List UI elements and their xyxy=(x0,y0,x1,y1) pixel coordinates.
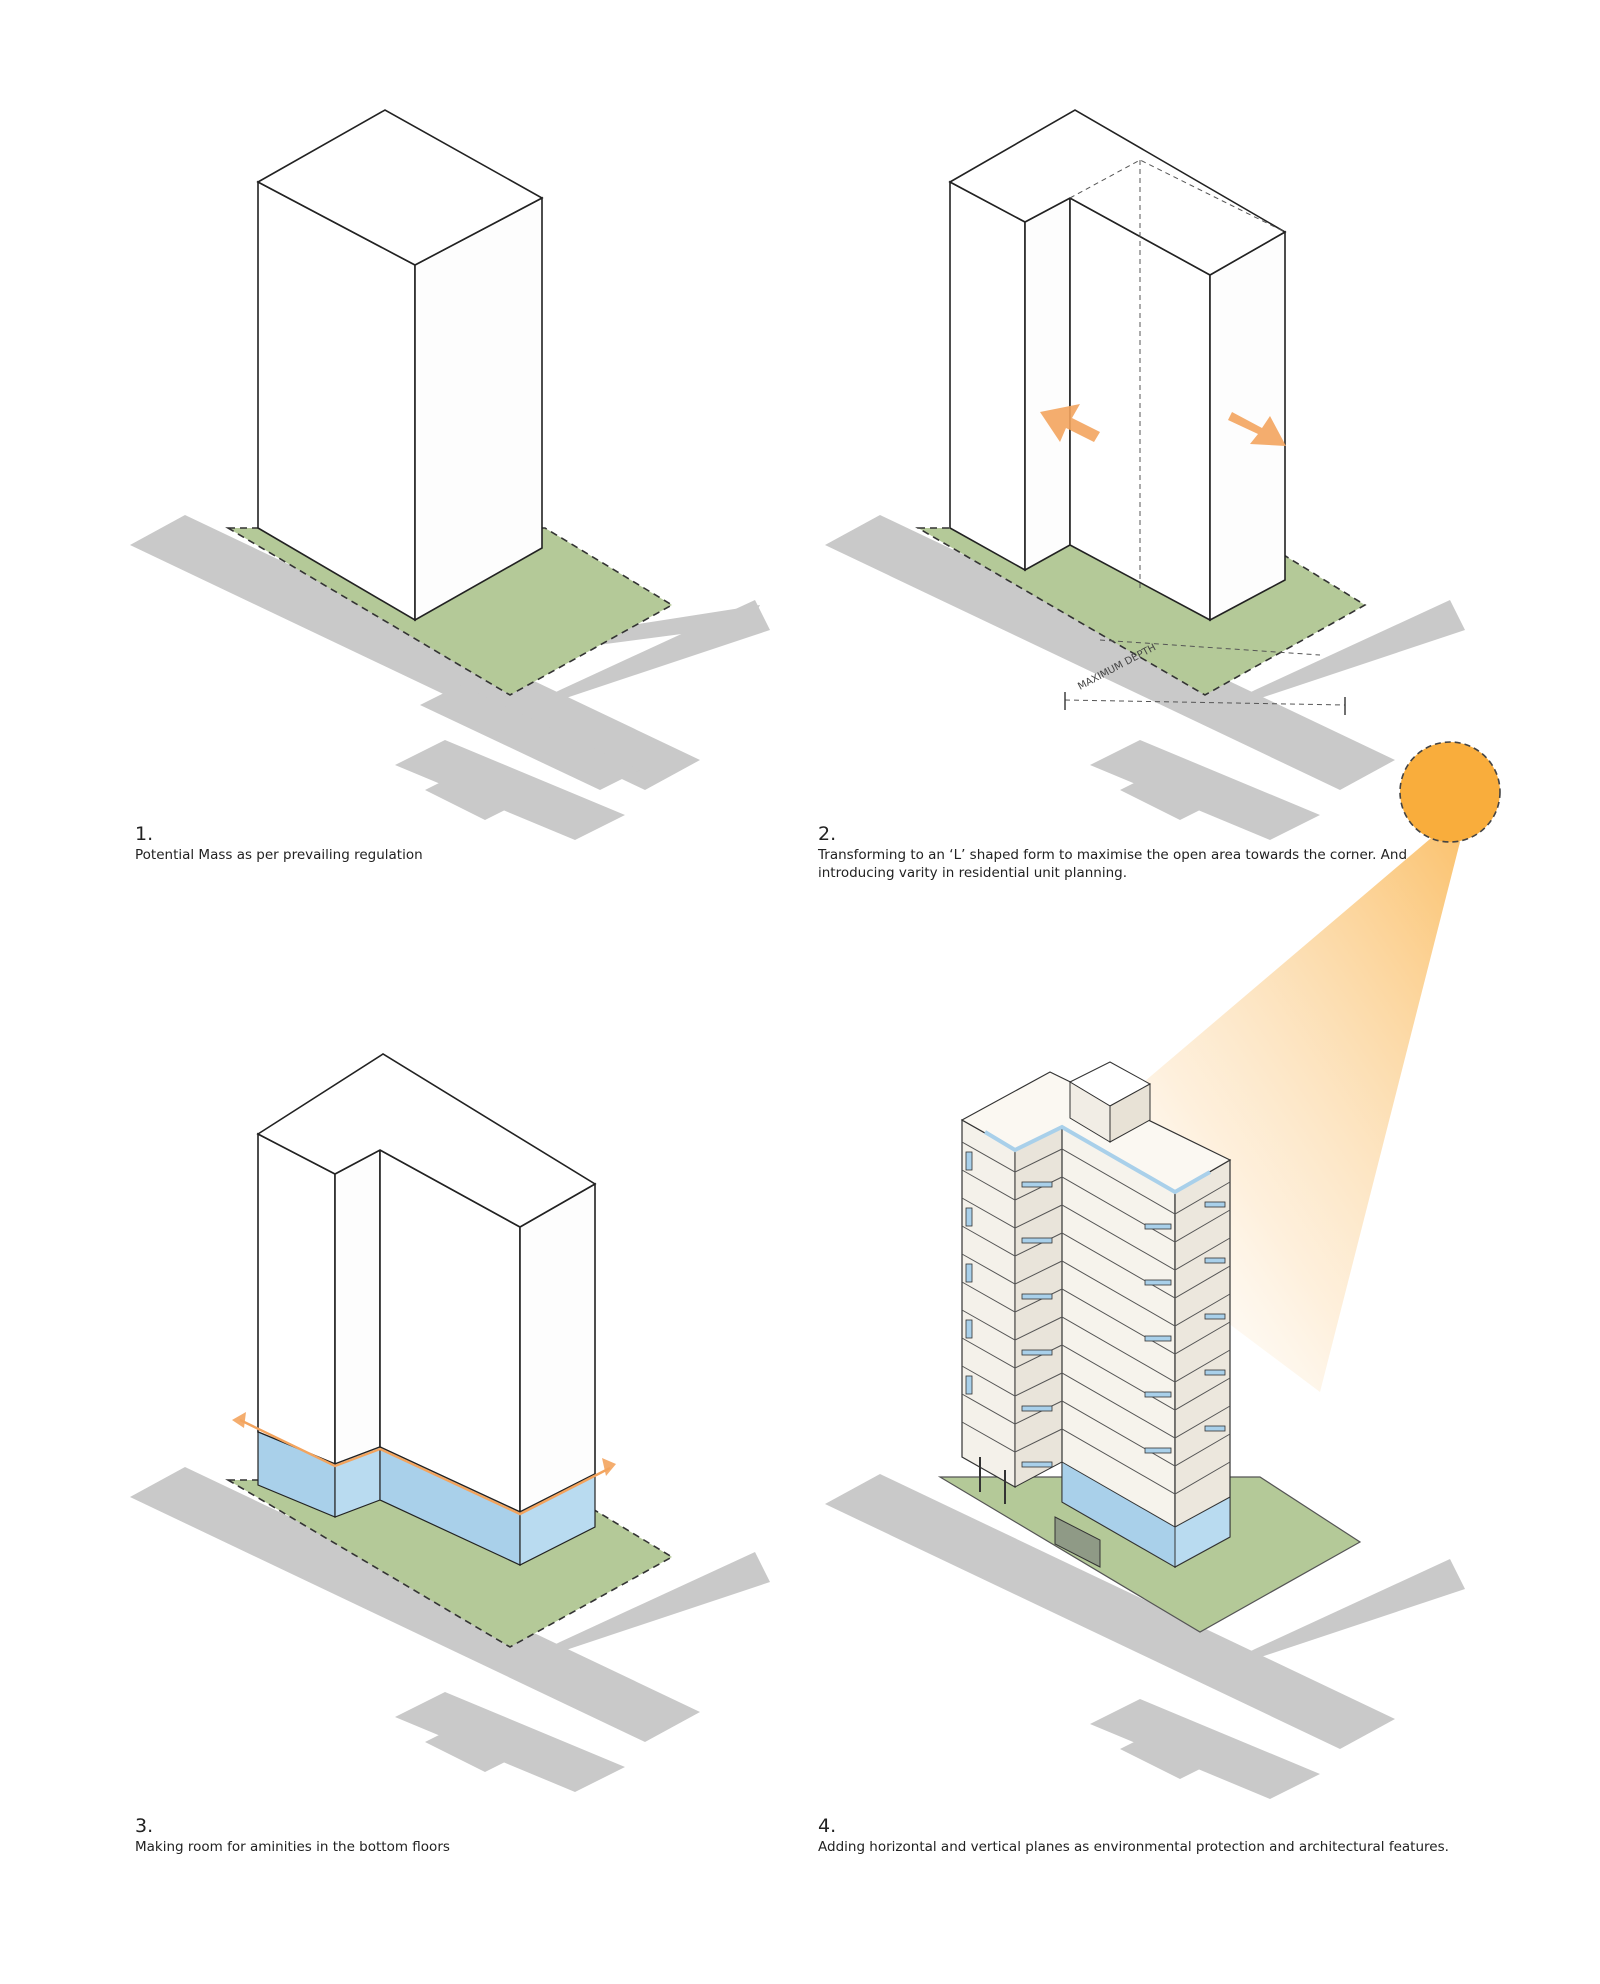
arrow-right-icon xyxy=(1228,412,1286,446)
step-description: Potential Mass as per prevailing regulat… xyxy=(135,847,423,863)
step-3-panel: 3. Making room for aminities in the bott… xyxy=(0,992,800,1984)
road-network xyxy=(825,1474,1465,1799)
detailed-building xyxy=(960,1061,1232,1569)
step-2-diagram: MAXIMUM DEPTH xyxy=(825,109,1465,840)
step-2-panel: MAXIMUM DEPTH 2. Transforming to an ‘L’ … xyxy=(800,0,1600,992)
arrow-left-icon xyxy=(1040,404,1100,442)
road-network xyxy=(130,1467,770,1792)
arrow-left-icon xyxy=(232,1412,246,1428)
step-description: Adding horizontal and vertical planes as… xyxy=(818,1839,1449,1855)
l-shaped-mass-with-amenity xyxy=(232,1053,616,1566)
step-number: 2. xyxy=(818,823,837,845)
step-number: 4. xyxy=(818,1815,837,1837)
road-network xyxy=(130,515,770,840)
sun-icon xyxy=(1399,741,1501,843)
step-description: Transforming to an ‘L’ shaped form to ma… xyxy=(818,847,1408,881)
step-1-diagram xyxy=(130,109,770,840)
potential-mass xyxy=(256,109,544,622)
amenity-floor-right xyxy=(519,1473,596,1566)
step-number: 3. xyxy=(135,1815,154,1837)
step-4-caption: 4. Adding horizontal and vertical planes… xyxy=(818,1815,1458,1856)
step-3-caption: 3. Making room for aminities in the bott… xyxy=(135,1815,775,1856)
step-1-caption: 1. Potential Mass as per prevailing regu… xyxy=(135,823,775,864)
step-description: Making room for aminities in the bottom … xyxy=(135,1839,450,1855)
road-network xyxy=(825,515,1465,840)
arrow-right-icon xyxy=(602,1458,616,1476)
step-1-panel: 1. Potential Mass as per prevailing regu… xyxy=(0,0,800,992)
step-2-caption: 2. Transforming to an ‘L’ shaped form to… xyxy=(818,823,1458,882)
step-4-diagram xyxy=(825,741,1501,1799)
step-number: 1. xyxy=(135,823,154,845)
step-3-diagram xyxy=(130,1053,770,1792)
step-4-panel: 4. Adding horizontal and vertical planes… xyxy=(800,741,1600,1984)
